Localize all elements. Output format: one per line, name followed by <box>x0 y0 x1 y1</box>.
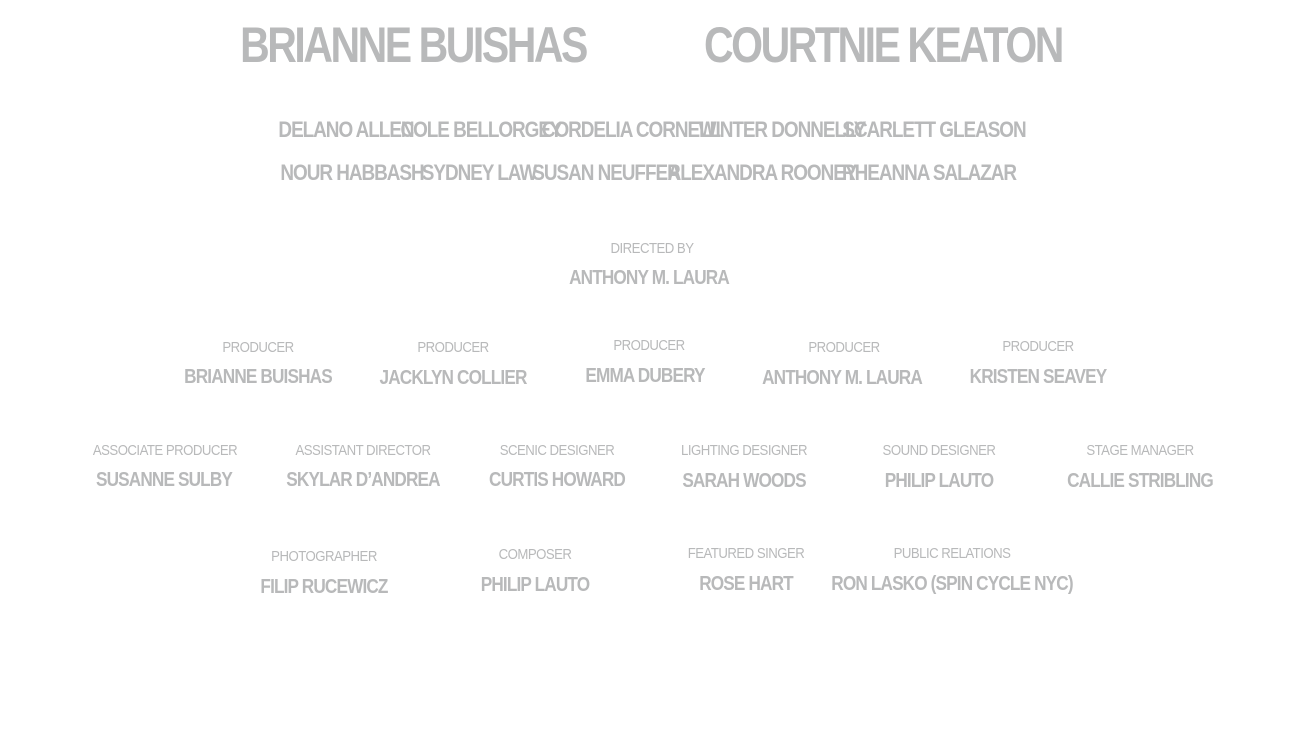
producer-role-label: PRODUCER <box>808 339 880 356</box>
crew-role-label: FEATURED SINGER <box>687 545 805 562</box>
cast-member: RHEANNA SALAZAR <box>841 160 1017 185</box>
crew-name: CURTIS HOWARD <box>489 469 626 491</box>
producer-name: KRISTEN SEAVEY <box>969 366 1108 388</box>
crew-name: PHILIP LAUTO <box>884 470 994 492</box>
cast-member: COLE BELLORGEY <box>400 117 562 142</box>
cast-member: ALEXANDRA ROONEY <box>667 160 858 185</box>
crew-role-label: COMPOSER <box>498 546 572 563</box>
crew-role-label: SOUND DESIGNER <box>882 442 996 459</box>
cast-member: SUSAN NEUFFER <box>532 160 680 185</box>
crew-name: CALLIE STRIBLING <box>1067 470 1214 492</box>
crew-role-label: ASSISTANT DIRECTOR <box>295 442 432 459</box>
crew-name: SUSANNE SULBY <box>95 469 233 491</box>
cast-member: CORDELIA CORNELL <box>541 117 721 142</box>
director-role-label: DIRECTED BY <box>610 240 694 257</box>
crew-role-label: ASSOCIATE PRODUCER <box>92 442 238 459</box>
crew-name: ROSE HART <box>699 573 793 595</box>
star-credit-1: BRIANNE BUISHAS <box>240 17 588 73</box>
crew-role-label: SCENIC DESIGNER <box>499 442 615 459</box>
crew-name: FILIP RUCEWICZ <box>260 576 388 598</box>
crew-role-label: PHOTOGRAPHER <box>271 548 377 565</box>
cast-member: SYDNEY LAW <box>421 160 537 185</box>
star-credit-2: COURTNIE KEATON <box>704 17 1064 73</box>
producer-role-label: PRODUCER <box>222 339 294 356</box>
cast-member: WINTER DONNELLY <box>698 117 867 142</box>
producer-name: EMMA DUBERY <box>585 365 705 387</box>
director-name: ANTHONY M. LAURA <box>569 267 730 289</box>
cast-member: DELANO ALLEN <box>278 117 414 142</box>
producer-name: ANTHONY M. LAURA <box>762 367 923 389</box>
producer-role-label: PRODUCER <box>613 337 685 354</box>
crew-name: PHILIP LAUTO <box>480 574 590 596</box>
crew-name: SKYLAR D’ANDREA <box>286 469 440 491</box>
crew-name: RON LASKO (SPIN CYCLE NYC) <box>831 573 1073 595</box>
cast-member: NOUR HABBASH <box>280 160 424 185</box>
cast-member: SCARLETT GLEASON <box>842 117 1026 142</box>
producer-role-label: PRODUCER <box>417 339 489 356</box>
producer-role-label: PRODUCER <box>1002 338 1074 355</box>
producer-name: BRIANNE BUISHAS <box>184 366 333 388</box>
producer-name: JACKLYN COLLIER <box>379 367 527 389</box>
crew-role-label: LIGHTING DESIGNER <box>681 442 808 459</box>
crew-name: SARAH WOODS <box>682 470 806 492</box>
crew-role-label: PUBLIC RELATIONS <box>893 545 1011 562</box>
crew-role-label: STAGE MANAGER <box>1086 442 1194 459</box>
